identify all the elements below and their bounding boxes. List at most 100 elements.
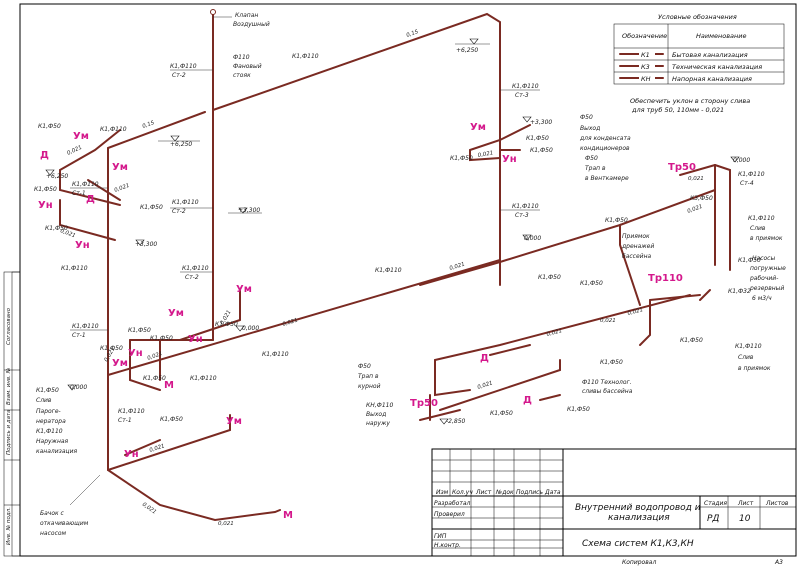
fixture-d-4: Д <box>523 395 532 406</box>
elevation-mark-6: +3,300 <box>135 241 157 248</box>
k3-50: К3,Ф50 <box>690 195 713 202</box>
elevation-mark-7: 0,000 <box>524 235 541 242</box>
k1-110-left3: К1,Ф110 <box>190 375 217 382</box>
k1-50-j: К1,Ф50 <box>100 345 123 352</box>
fixture-d-1: Д <box>40 150 49 161</box>
slope-label-2: 0,15 <box>142 120 156 130</box>
k1-d32: К1,Ф32 <box>728 288 751 295</box>
k1-110-st1: К1,Ф110 <box>72 181 99 188</box>
pumps-submersible: погружные <box>750 265 786 272</box>
legend-code-kn: КН <box>641 75 651 83</box>
pit-pool: бассейна <box>622 253 651 260</box>
title-block: Изм Кол.уч Лист №док Подпись Дата Разраб… <box>431 448 797 566</box>
elevation-markers: +6,250 +6,250 +6,250 +3,300 +3,300 +3,30… <box>45 38 750 425</box>
k1-110-st2-top: К1,Ф110 <box>170 63 197 70</box>
slope-label-19: 0,021 <box>688 176 704 182</box>
fixture-un-4: Ун <box>188 334 203 345</box>
elevation-mark-4: +3,300 <box>238 207 260 214</box>
sliv-pit: Слив <box>750 225 766 232</box>
vzam-inv-label: Взам. инв. № <box>6 367 12 405</box>
k1-50-p: К1,Ф50 <box>605 217 628 224</box>
tech-diameter: Ф110 Технолог. <box>582 379 632 386</box>
tech-pool: сливы бассейна <box>582 388 633 395</box>
tb-stadiya-value: РД <box>707 514 719 524</box>
legend-title: Условные обозначения <box>658 13 737 21</box>
tb-razrabotal: Разработал <box>434 500 471 507</box>
pumps-reserve: резервный <box>749 285 784 292</box>
steam-gen-2: нератора <box>36 418 66 425</box>
k1-50-h: К1,Ф50 <box>128 327 151 334</box>
fixture-m-2: М <box>283 510 293 521</box>
outer-pipe: К1,Ф110 <box>36 428 63 435</box>
k1-110-st3-mid-b: Ст-3 <box>515 212 529 219</box>
slope-label-12: 0,021 <box>218 521 234 527</box>
slope-label-3: 0,021 <box>66 145 83 157</box>
pumps-label: Насосы <box>752 255 775 262</box>
k1-110-left: К1,Ф110 <box>100 126 127 133</box>
slope-label-9: 0,021 <box>147 351 164 362</box>
sliv-left-pipe: К1,Ф50 <box>36 387 59 394</box>
fixture-d-3: Д <box>480 353 489 364</box>
k1-50-o: К1,Ф50 <box>580 280 603 287</box>
kn-110-out2: наружу <box>366 420 390 427</box>
k1-50-a: К1,Ф50 <box>38 123 61 130</box>
slope-label-16: 0,021 <box>477 380 494 391</box>
sliv-pit-pipe: К1,Ф110 <box>748 215 775 222</box>
fixture-un-1: Ун <box>38 200 53 211</box>
slope-label-20: 0,021 <box>600 318 616 324</box>
soglasovano-label: Согласовано <box>6 307 12 345</box>
k1-110-top-right: К1,Ф110 <box>292 53 319 60</box>
k1-50-t: К1,Ф50 <box>490 410 513 417</box>
fixture-m-1: М <box>164 380 174 391</box>
pipe-network <box>59 9 731 522</box>
valve-label-2: Воздушный <box>233 21 270 28</box>
sliv-left: Слив <box>36 397 52 404</box>
tb-col-data: Дата <box>544 489 561 496</box>
fixture-um-7: Ум <box>226 416 242 427</box>
tb-proveril: Проверил <box>434 511 465 518</box>
elevation-mark-8: 0,000 <box>242 325 259 332</box>
k1-110-st1-b: Ст-1 <box>72 190 86 197</box>
k1-50-g: К1,Ф50 <box>526 135 549 142</box>
cond-out: Выход <box>580 125 600 132</box>
sliv-pit-2: в приямок <box>750 235 783 242</box>
tb-listov-header: Листов <box>765 500 789 507</box>
k1-50-b: К1,Ф50 <box>34 186 57 193</box>
k1-50-c: К1,Ф50 <box>45 225 68 232</box>
legend-name-k1: Бытовая канализация <box>672 51 748 59</box>
sliv2: Слив <box>738 354 754 361</box>
trap2-diameter: Ф50 <box>358 363 371 370</box>
slope-label-15: 0,021 <box>546 328 563 338</box>
tb-col-podp: Подпись <box>516 489 543 496</box>
legend-code-k1: К1 <box>641 51 650 59</box>
k1-110-st3-b: Ст-3 <box>515 92 529 99</box>
legend-name-kn: Напорная канализация <box>672 75 752 83</box>
tb-kopiroval: Копировал <box>622 559 656 566</box>
trap-vent: Трап в <box>585 165 606 172</box>
pit-label: Приямок <box>622 233 650 240</box>
legend-code-k3: К3 <box>641 63 650 71</box>
k1-110-st1-mid: К1,Ф110 <box>72 323 99 330</box>
fixture-tr50-2: Тр50 <box>668 162 696 173</box>
slope-label-5: 0,021 <box>59 228 76 239</box>
fixture-un-3: Ун <box>502 154 517 165</box>
sliv2-pit: в приямок <box>738 365 771 372</box>
fixture-tr50-1: Тр50 <box>410 398 438 409</box>
fan-diameter: Ф110 <box>233 54 250 61</box>
tb-col-izm: Изм <box>436 489 449 496</box>
kn-110-out: Выход <box>366 411 386 418</box>
k1-110-st4-b: Ст-4 <box>740 180 754 187</box>
pumps-flow: 6 м3/ч <box>752 295 772 302</box>
tb-nkontr: Н.контр. <box>434 542 461 549</box>
tb-format: А3 <box>774 559 783 566</box>
slope-label-10: 0,021 <box>149 443 166 454</box>
tb-list-value: 10 <box>739 514 751 524</box>
k1-50-s: К1,Ф50 <box>567 406 590 413</box>
fan-label: Фановый <box>233 63 262 70</box>
slope-label-7: 0,021 <box>282 318 299 328</box>
k1-110-st3-mid: К1,Ф110 <box>512 203 539 210</box>
k1-50-n: К1,Ф50 <box>538 274 561 281</box>
tb-project-title-line2: канализация <box>608 513 670 523</box>
legend-col-name: Наименование <box>696 32 747 40</box>
k1-50-l: К1,Ф50 <box>143 375 166 382</box>
